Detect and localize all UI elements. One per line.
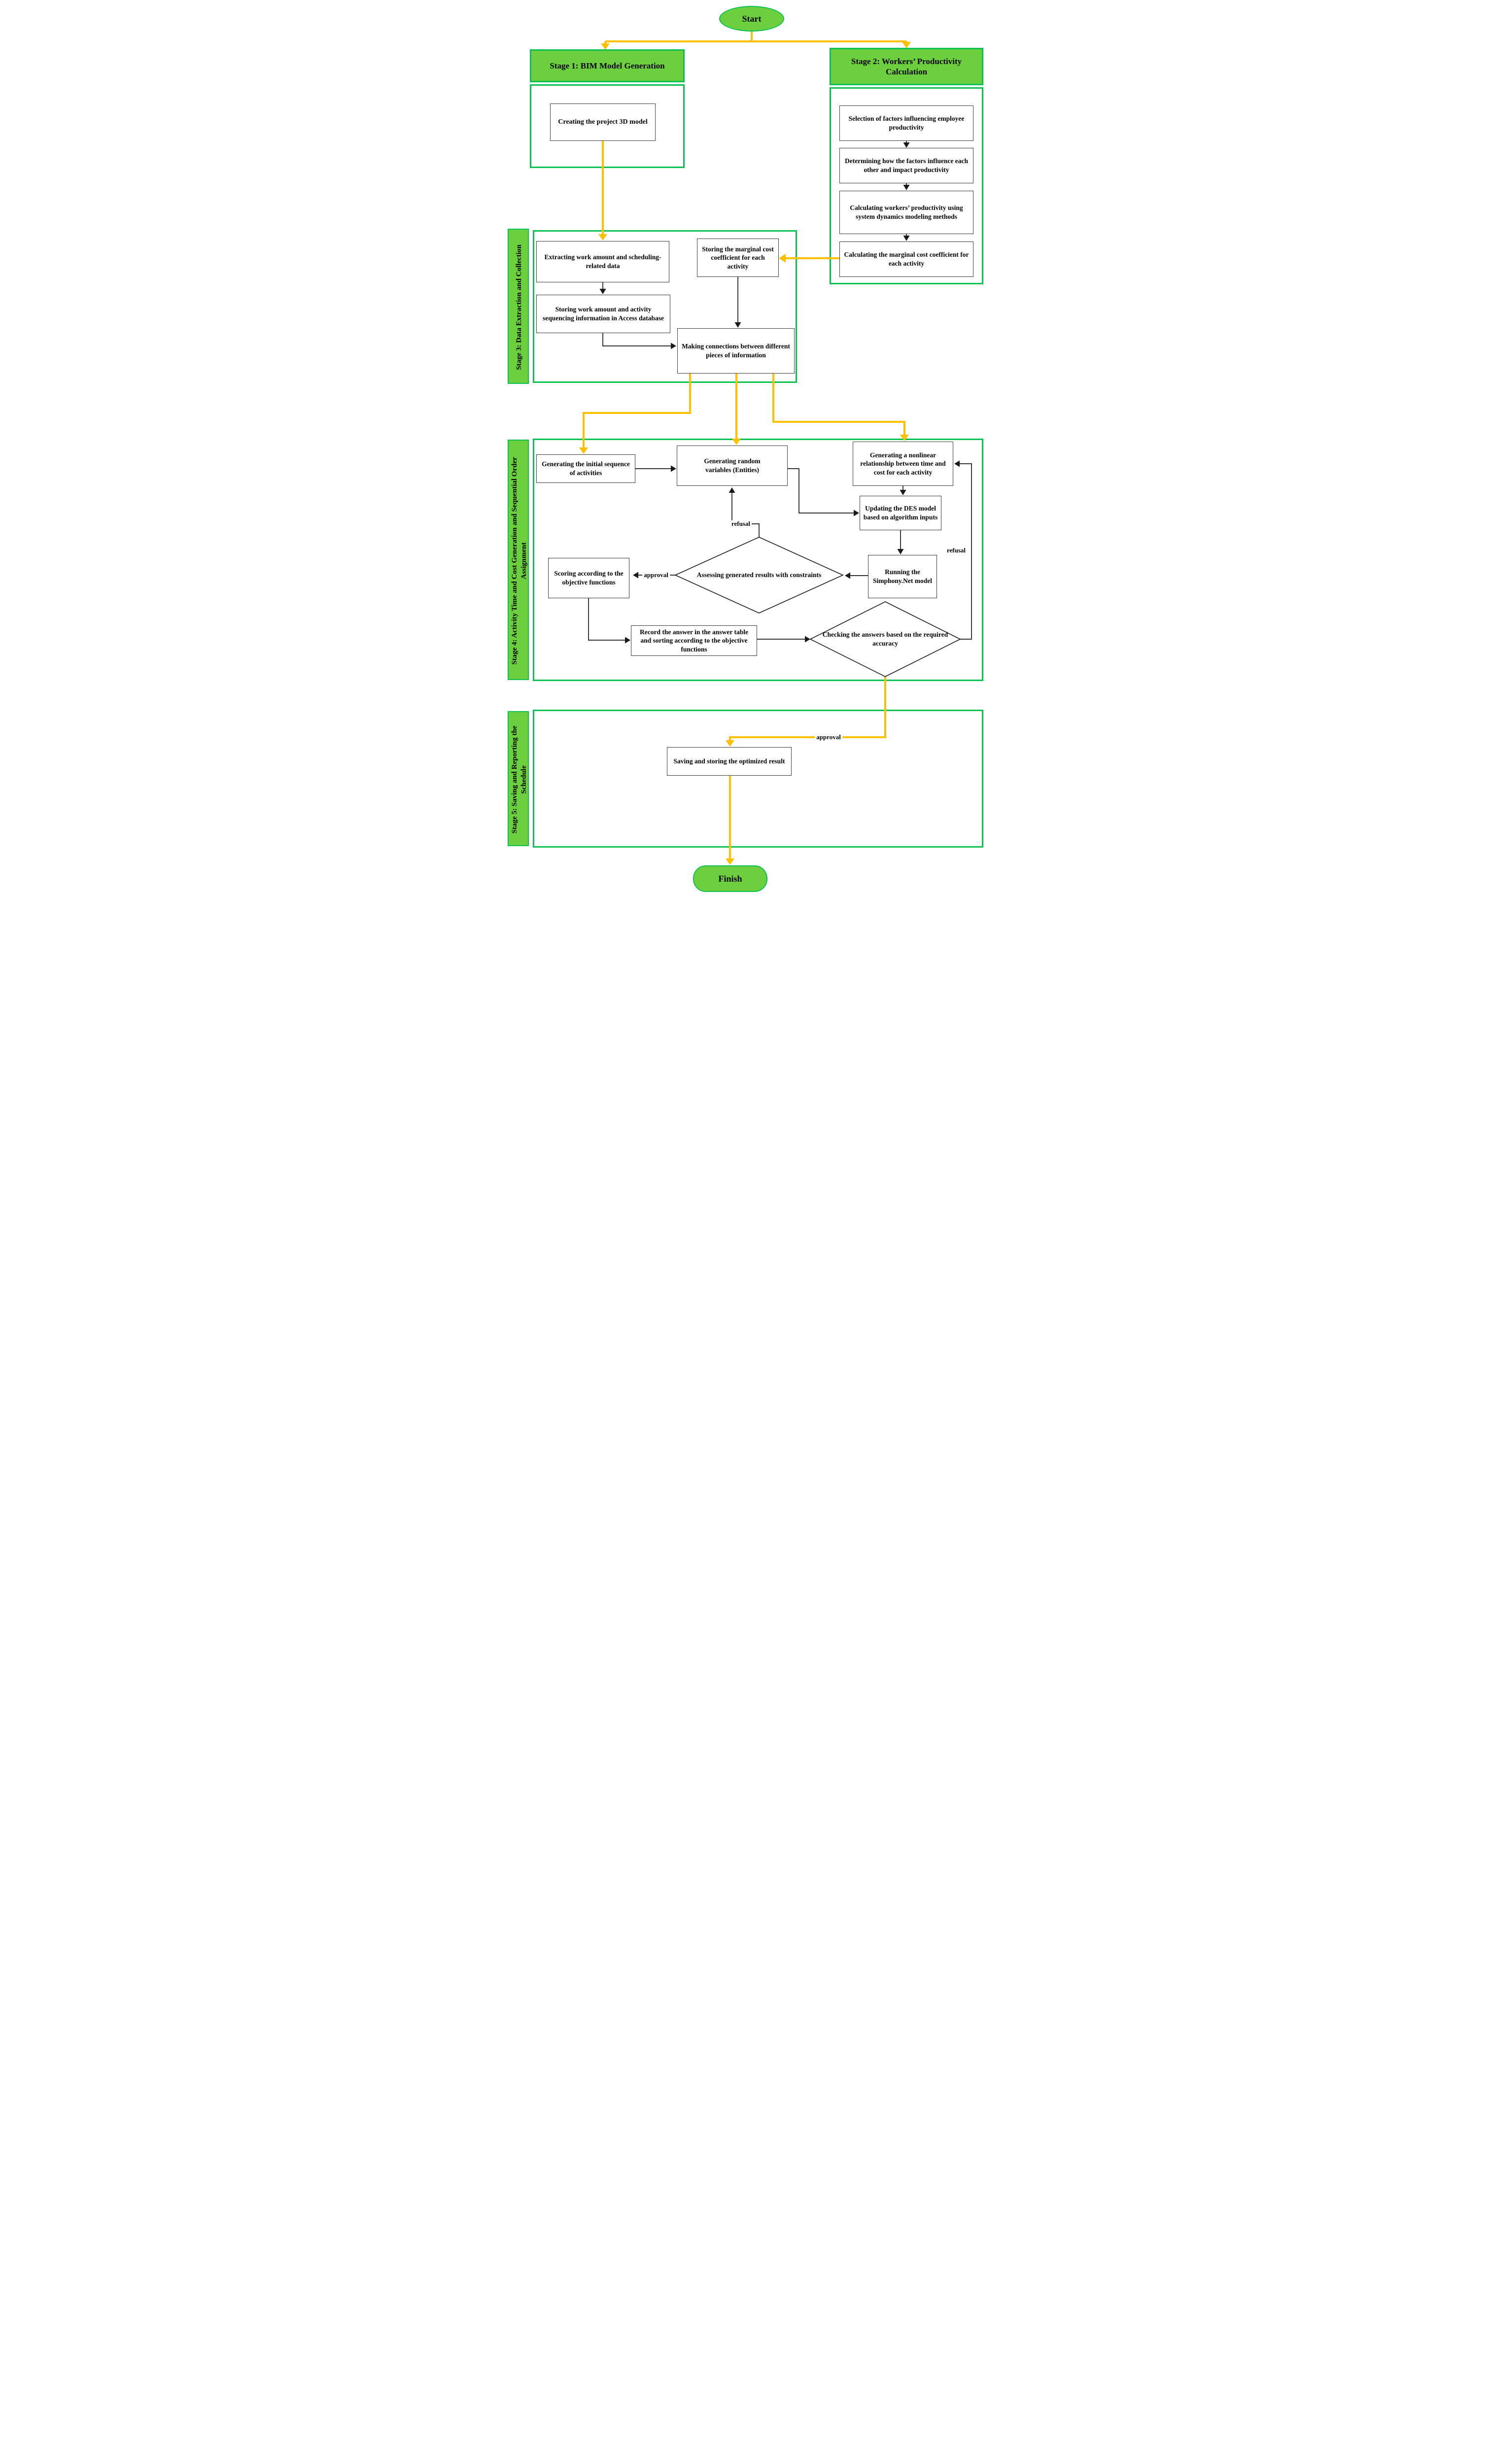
- stage2-title: Stage 2: Workers’ Productivity Calculati…: [851, 56, 962, 76]
- node-storing-marginal-cost-label: Storing the marginal cost coefficient fo…: [702, 245, 774, 270]
- node-updating-des: Updating the DES model based on algorith…: [860, 496, 941, 530]
- finish-label: Finish: [718, 873, 742, 884]
- stage5-label-strip: Stage 5: Saving and Reporting the Schedu…: [508, 711, 529, 846]
- edge-label-approval-left: approval: [642, 571, 670, 579]
- stage4-label-strip: Stage 4: Activity Time and Cost Generati…: [508, 440, 529, 680]
- stage5-title: Stage 5: Saving and Reporting the Schedu…: [510, 725, 528, 834]
- node-creating-3d-model-label: Creating the project 3D model: [558, 118, 648, 126]
- node-storing-marginal-cost: Storing the marginal cost coefficient fo…: [697, 239, 779, 277]
- stage2-header: Stage 2: Workers’ Productivity Calculati…: [830, 48, 983, 85]
- stage1-body: [530, 84, 685, 168]
- node-determining-factors-label: Determining how the factors influence ea…: [844, 157, 969, 173]
- edge-label-approval-lower: approval: [815, 733, 842, 741]
- edge-label-approval-left-text: approval: [644, 571, 668, 579]
- stage3-title: Stage 3: Data Extraction and Collection: [515, 244, 523, 370]
- edge-label-approval-lower-text: approval: [816, 733, 841, 741]
- node-record-answer: Record the answer in the answer table an…: [631, 625, 757, 656]
- edge-label-refusal-upper: refusal: [729, 519, 752, 528]
- edge-label-refusal-upper-text: refusal: [731, 519, 751, 527]
- node-storing-work: Storing work amount and activity sequenc…: [536, 295, 670, 333]
- node-generating-initial-sequence: Generating the initial sequence of activ…: [536, 454, 635, 483]
- node-updating-des-label: Updating the DES model based on algorith…: [863, 505, 938, 521]
- node-calculating-marginal-cost-label: Calculating the marginal cost coefficien…: [844, 251, 969, 267]
- node-generating-random-variables: Generating random variables (Entities): [677, 445, 788, 486]
- node-making-connections: Making connections between different pie…: [677, 328, 795, 374]
- stage1-header: Stage 1: BIM Model Generation: [530, 49, 685, 82]
- node-selection-factors: Selection of factors influencing employe…: [839, 105, 973, 141]
- stage4-title: Stage 4: Activity Time and Cost Generati…: [510, 457, 528, 665]
- node-calculating-marginal-cost: Calculating the marginal cost coefficien…: [839, 241, 973, 277]
- node-scoring-objective: Scoring according to the objective funct…: [548, 558, 629, 598]
- node-making-connections-label: Making connections between different pie…: [682, 342, 790, 359]
- edge-label-refusal-right: refusal: [945, 546, 968, 554]
- assessing-diamond-label: Assessing generated results with constra…: [696, 571, 822, 579]
- node-calculating-productivity: Calculating workers’ productivity using …: [839, 191, 973, 234]
- node-generating-nonlinear: Generating a nonlinear relationship betw…: [853, 442, 953, 486]
- node-running-simphony-label: Running the Simphony.Net model: [872, 568, 933, 584]
- node-creating-3d-model: Creating the project 3D model: [550, 103, 656, 141]
- stage5-body: [533, 710, 983, 848]
- node-extracting-work-label: Extracting work amount and scheduling-re…: [544, 253, 661, 270]
- node-extracting-work: Extracting work amount and scheduling-re…: [536, 241, 669, 282]
- stage3-label-strip: Stage 3: Data Extraction and Collection: [508, 229, 529, 384]
- node-saving-result: Saving and storing the optimized result: [667, 747, 792, 776]
- edge-label-refusal-right-text: refusal: [946, 546, 966, 554]
- node-selection-factors-label: Selection of factors influencing employe…: [848, 115, 965, 131]
- checking-diamond-text: Checking the answers based on the requir…: [816, 617, 954, 661]
- flowchart-canvas: Stage 1: BIM Model Generation Stage 2: W…: [497, 0, 995, 902]
- node-saving-result-label: Saving and storing the optimized result: [673, 757, 785, 765]
- node-calculating-productivity-label: Calculating workers’ productivity using …: [850, 204, 963, 220]
- node-generating-initial-sequence-label: Generating the initial sequence of activ…: [542, 460, 630, 477]
- start-terminal: Start: [719, 6, 784, 32]
- node-storing-work-label: Storing work amount and activity sequenc…: [542, 306, 664, 322]
- start-label: Start: [742, 13, 762, 24]
- assessing-diamond-text: Assessing generated results with constra…: [685, 553, 833, 597]
- node-determining-factors: Determining how the factors influence ea…: [839, 148, 973, 183]
- node-scoring-objective-label: Scoring according to the objective funct…: [554, 570, 624, 586]
- node-running-simphony: Running the Simphony.Net model: [868, 555, 937, 598]
- stage1-title: Stage 1: BIM Model Generation: [550, 61, 665, 70]
- checking-diamond-label: Checking the answers based on the requir…: [822, 631, 948, 647]
- node-generating-random-variables-label: Generating random variables (Entities): [704, 457, 761, 474]
- node-record-answer-label: Record the answer in the answer table an…: [640, 628, 748, 653]
- node-generating-nonlinear-label: Generating a nonlinear relationship betw…: [860, 451, 946, 476]
- finish-terminal: Finish: [693, 865, 767, 892]
- stage2-body: [830, 87, 983, 284]
